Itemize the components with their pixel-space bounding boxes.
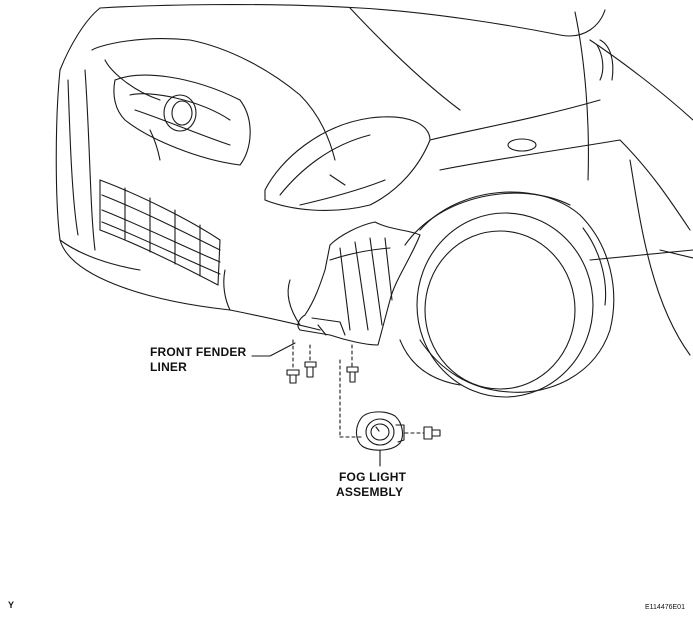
side-body bbox=[429, 39, 693, 356]
figure-id: E114476E01 bbox=[645, 604, 685, 611]
upper-grille bbox=[99, 74, 251, 286]
emblem bbox=[163, 94, 197, 132]
front-wheel bbox=[399, 191, 615, 398]
screw-2 bbox=[423, 426, 441, 440]
corner-mark: Y bbox=[8, 600, 15, 610]
fender-liner-leader bbox=[251, 342, 296, 357]
fog-light-assembly-label-line2: ASSEMBLY bbox=[336, 485, 404, 499]
fog-light-assembly-label-line1: FOG LIGHT bbox=[339, 470, 407, 484]
clip-1 bbox=[286, 369, 300, 384]
clip-2 bbox=[304, 361, 317, 378]
front-fascia bbox=[55, 38, 336, 331]
headlight bbox=[264, 116, 431, 211]
front-fender-liner-label-line2: LINER bbox=[150, 360, 187, 374]
front-fender-liner bbox=[297, 221, 421, 346]
fog-light-assembly bbox=[355, 411, 405, 451]
screw-1 bbox=[346, 366, 359, 383]
fastener-guides bbox=[292, 339, 425, 438]
front-fender-liner-label-line1: FRONT FENDER bbox=[150, 345, 247, 359]
